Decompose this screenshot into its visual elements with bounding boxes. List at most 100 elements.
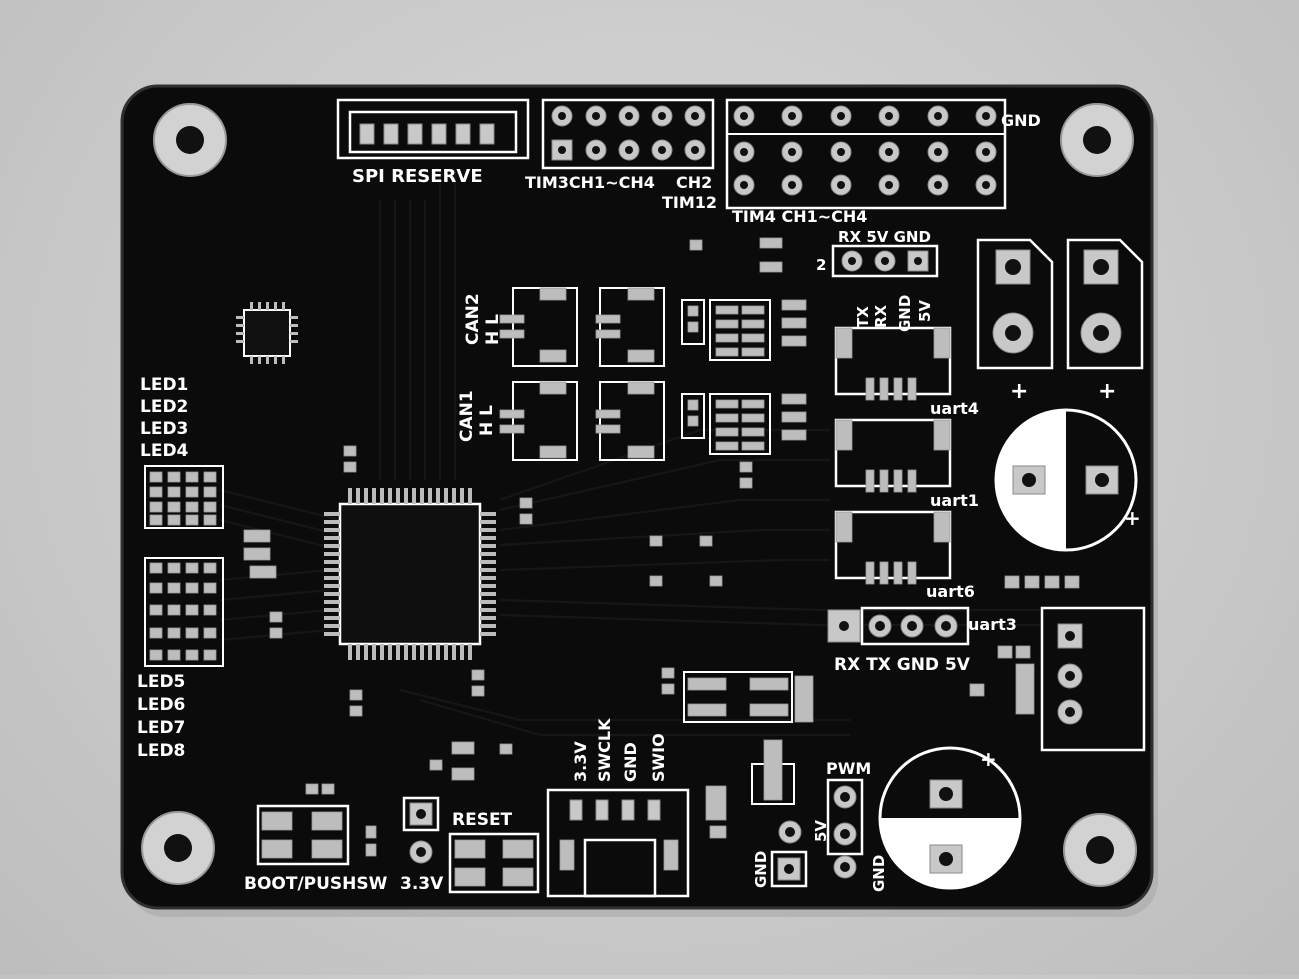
uart6-label: uart6 bbox=[926, 582, 975, 601]
can1-label: CAN1 bbox=[457, 390, 477, 442]
led4-label: LED4 bbox=[140, 441, 189, 461]
pwm-5v-label: 5V bbox=[812, 820, 830, 842]
led7-label: LED7 bbox=[137, 718, 185, 738]
swd-gnd-label: GND bbox=[621, 742, 640, 782]
uart3-header bbox=[827, 606, 970, 646]
test-points-33v bbox=[402, 796, 440, 864]
mcu-pin bbox=[480, 560, 496, 564]
mcu-pin bbox=[396, 644, 400, 660]
mcu-pin bbox=[372, 488, 376, 504]
mcu-pin bbox=[480, 512, 496, 516]
mounting-holes bbox=[141, 103, 1137, 887]
led5-label: LED5 bbox=[137, 672, 185, 692]
mcu-pin bbox=[468, 488, 472, 504]
mcu-pin bbox=[480, 600, 496, 604]
uart4-gnd-label: GND bbox=[896, 295, 914, 332]
mcu-pin bbox=[420, 644, 424, 660]
uart4-tx-label: TX bbox=[854, 306, 872, 328]
mcu-pin bbox=[324, 520, 340, 524]
mcu-pin bbox=[460, 488, 464, 504]
uart4-5v-label: 5V bbox=[916, 300, 934, 322]
spi-reserve-label: SPI RESERVE bbox=[352, 166, 483, 187]
mcu-pin bbox=[444, 488, 448, 504]
small-ic bbox=[236, 302, 298, 364]
mcu-pin bbox=[324, 552, 340, 556]
can2-label: CAN2 bbox=[463, 293, 483, 345]
uart4-label: uart4 bbox=[930, 399, 979, 418]
gnd-bottom-label: GND bbox=[752, 851, 770, 888]
mcu-pin bbox=[480, 528, 496, 532]
capacitor-2 bbox=[878, 746, 1022, 890]
mcu-pin bbox=[324, 632, 340, 636]
uart3-pins-label: RX TX GND 5V bbox=[834, 655, 971, 675]
pwm-gnd-label: GND bbox=[870, 855, 888, 892]
mcu-pin bbox=[412, 488, 416, 504]
mcu-pin bbox=[428, 644, 432, 660]
led1-label: LED1 bbox=[140, 375, 188, 395]
can-components bbox=[499, 287, 807, 461]
can2-hl-label: H L bbox=[483, 314, 503, 345]
mcu-pin bbox=[380, 644, 384, 660]
power-pins-left bbox=[751, 739, 808, 888]
pwm-header bbox=[826, 778, 864, 879]
mcu-pin bbox=[428, 488, 432, 504]
swd-swio-label: SWIO bbox=[649, 733, 668, 782]
mcu-pin bbox=[324, 616, 340, 620]
power-terminal-right bbox=[1066, 238, 1144, 370]
mcu-pin bbox=[324, 624, 340, 628]
mcu-pin bbox=[396, 488, 400, 504]
mcu-pin bbox=[324, 608, 340, 612]
mcu-pin bbox=[480, 584, 496, 588]
mcu-pin bbox=[480, 624, 496, 628]
tim4-label: TIM4 CH1~CH4 bbox=[732, 207, 867, 226]
mcu-pin bbox=[480, 608, 496, 612]
mcu-pin bbox=[324, 528, 340, 532]
mcu-pin bbox=[412, 644, 416, 660]
v33-label: 3.3V bbox=[400, 874, 444, 894]
mcu-pin bbox=[324, 592, 340, 596]
uart6-connector bbox=[834, 510, 952, 585]
mcu-pin bbox=[480, 632, 496, 636]
rx5vgnd-label: RX 5V GND bbox=[838, 228, 931, 246]
copper-traces bbox=[219, 170, 1040, 737]
tim3-header bbox=[541, 98, 715, 170]
mcu-pin bbox=[364, 488, 368, 504]
mcu-pin bbox=[480, 536, 496, 540]
uart1-connector bbox=[834, 418, 952, 493]
mcu-pin bbox=[324, 576, 340, 580]
tim3-label: TIM3CH1~CH4 bbox=[525, 173, 655, 192]
reset-switch bbox=[448, 832, 540, 894]
passives bbox=[243, 237, 1080, 717]
uart3-label: uart3 bbox=[968, 615, 1017, 634]
led-array-top bbox=[144, 465, 224, 529]
mcu-pin bbox=[356, 644, 360, 660]
mcu-pin bbox=[372, 644, 376, 660]
swd-swclk-label: SWCLK bbox=[595, 718, 614, 782]
mcu-pin bbox=[324, 584, 340, 588]
mcu-pin bbox=[480, 544, 496, 548]
mcu-pin bbox=[380, 488, 384, 504]
mcu-pin bbox=[436, 644, 440, 660]
tim4-header bbox=[725, 98, 1007, 210]
spi-connector bbox=[336, 98, 530, 160]
ch2-label: CH2 bbox=[676, 173, 712, 192]
three-pin-connector bbox=[1040, 606, 1146, 752]
mcu-pin bbox=[364, 644, 368, 660]
mcu-pin bbox=[388, 488, 392, 504]
mcu-pin bbox=[324, 544, 340, 548]
boot-switch bbox=[256, 804, 350, 866]
mcu-chip bbox=[324, 488, 496, 660]
mcu-pin bbox=[324, 560, 340, 564]
two-label: 2 bbox=[816, 256, 826, 274]
mcu-pin bbox=[460, 644, 464, 660]
mcu-pin bbox=[480, 576, 496, 580]
mcu-pin bbox=[420, 488, 424, 504]
mcu-pin bbox=[388, 644, 392, 660]
mcu-pin bbox=[404, 644, 408, 660]
mcu-pin bbox=[452, 488, 456, 504]
mcu-pin bbox=[324, 512, 340, 516]
mcu-pin bbox=[480, 592, 496, 596]
swd-connector bbox=[546, 785, 727, 898]
rx5vgnd-header bbox=[831, 244, 939, 278]
